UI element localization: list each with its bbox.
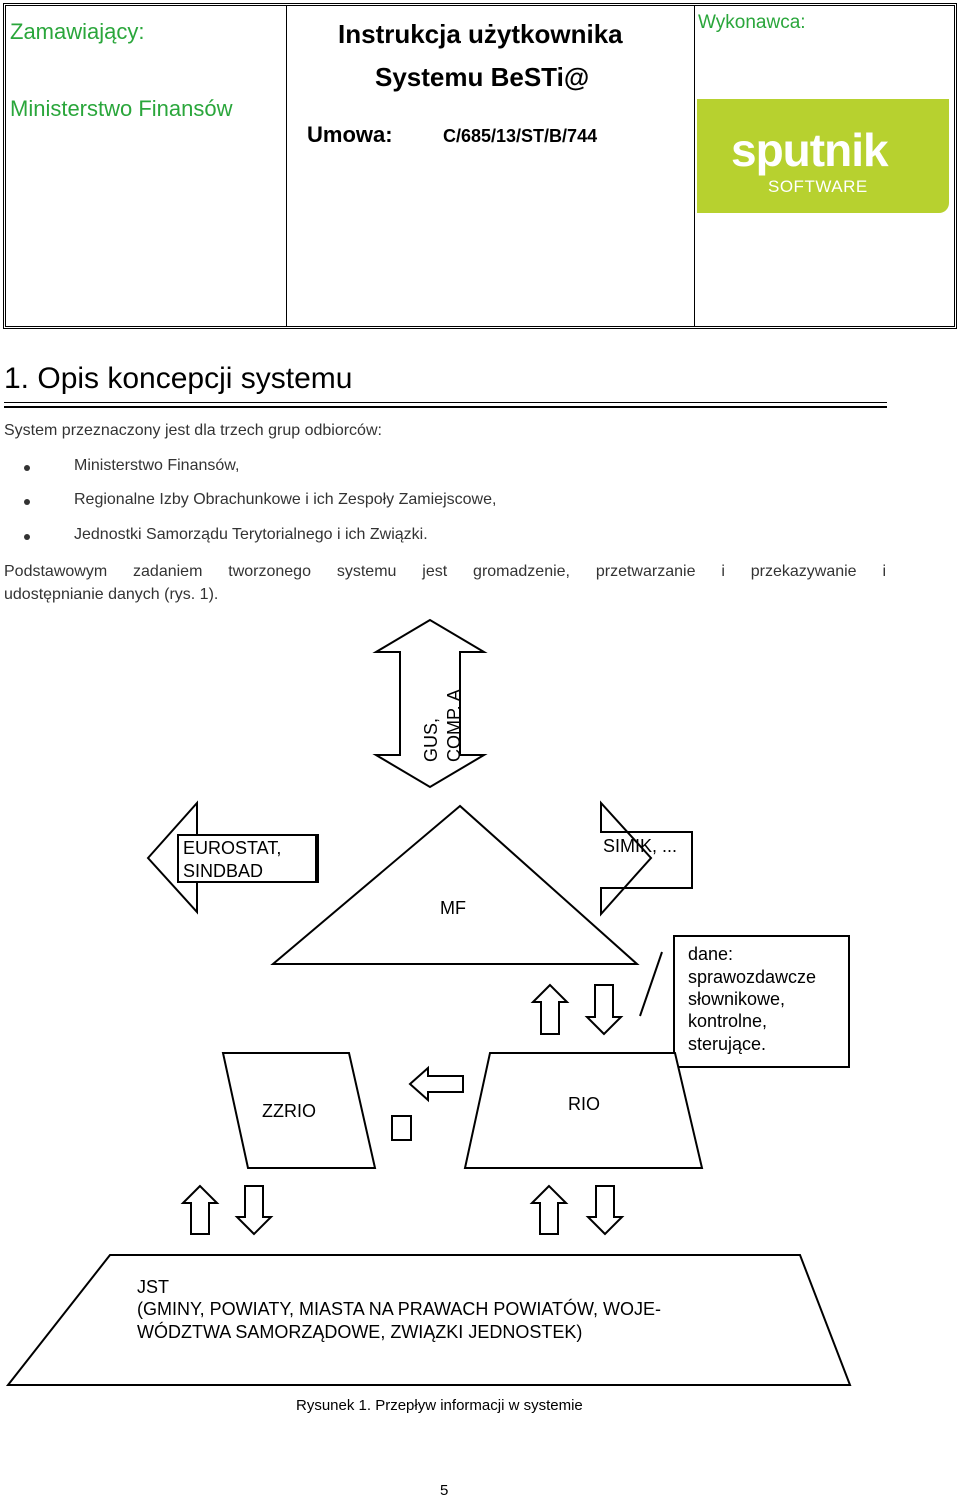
intro-text: System przeznaczony jest dla trzech grup… [4, 422, 382, 439]
bullet-dot [24, 534, 30, 540]
gus-label-line1: GUS, [421, 718, 441, 762]
jst-label: JST [137, 1277, 169, 1297]
doc-title-line2: Systemu BeSTi@ [375, 62, 590, 92]
eurostat-box [177, 834, 317, 883]
jst-trapezoid [5, 1254, 852, 1386]
down-arrow-shape [584, 984, 624, 1036]
figure-caption: Rysunek 1. Przepływ informacji w systemi… [296, 1397, 583, 1414]
client-label: Zamawiający: [10, 19, 145, 44]
section-title: 1. Opis koncepcji systemu [4, 362, 353, 395]
rio-trapezoid [463, 1052, 704, 1169]
rio-label: RIO [568, 1094, 600, 1114]
logo-main-text: sputnik [731, 124, 889, 176]
left-arrow-shape-small [408, 1065, 464, 1103]
client-name: Ministerstwo Finansów [10, 96, 233, 121]
right-arrow-shape-small [391, 1115, 412, 1141]
doc-title-line1: Instrukcja użytkownika [338, 19, 623, 49]
bullet-item: Jednostki Samorządu Terytorialnego i ich… [74, 526, 428, 543]
down-arrow-shape [585, 1185, 625, 1236]
down-arrow-shape [234, 1185, 274, 1236]
logo-sub-text: SOFTWARE [768, 177, 868, 196]
jst-description-line2: WÓDZTWA SAMORZĄDOWE, ZWIĄZKI JEDNOSTEK) [137, 1321, 582, 1342]
up-arrow-shape [529, 1184, 569, 1235]
title-rule [4, 402, 887, 403]
paragraph-line: Podstawowym zadaniem tworzonego systemu … [4, 563, 886, 580]
eurostat-label-line1: EUROSTAT, [183, 838, 281, 858]
callout-box [673, 935, 850, 1068]
bullet-dot [24, 465, 30, 471]
zzrio-parallelogram [221, 1052, 377, 1169]
contractor-label: Wykonawca: [698, 12, 806, 33]
eurostat-label-line2: SINDBAD [183, 861, 263, 881]
callout-line-text: słownikowe, [688, 989, 785, 1009]
callout-line [639, 951, 663, 1017]
callout-line-text: dane: [688, 944, 733, 964]
right-arrow-shape [600, 800, 693, 917]
page-number: 5 [440, 1482, 449, 1499]
document-header [3, 3, 957, 329]
contract-label: Umowa: [307, 122, 393, 147]
title-cell [286, 6, 695, 326]
contract-number: C/685/13/ST/B/744 [443, 126, 598, 146]
title-rule-thick [4, 406, 887, 408]
simik-label: SIMIK, ... [603, 836, 677, 856]
callout-line-text: sprawozdawcze [688, 967, 816, 987]
client-cell [6, 6, 287, 326]
bullet-dot [24, 499, 30, 505]
callout-line-text: sterujące. [688, 1034, 766, 1054]
gus-label-line2: COMP. A [444, 689, 464, 762]
mf-label: MF [440, 898, 466, 918]
bullet-item: Regionalne Izby Obrachunkowe i ich Zespo… [74, 491, 497, 508]
body-paragraph: Podstawowym zadaniem tworzonego systemu … [4, 560, 886, 606]
up-arrow-shape [530, 983, 570, 1035]
up-arrow-shape [180, 1184, 220, 1235]
sputnik-software-logo: sputnik SOFTWARE [697, 99, 949, 213]
double-arrow-shape [372, 618, 488, 789]
jst-description-line1: (GMINY, POWIATY, MIASTA NA PRAWACH POWIA… [137, 1298, 661, 1319]
bullet-item: Ministerstwo Finansów, [74, 457, 240, 474]
callout-line-text: kontrolne, [688, 1011, 767, 1031]
mf-triangle [270, 804, 640, 965]
zzrio-label: ZZRIO [262, 1101, 316, 1121]
paragraph-line: udostępnianie danych (rys. 1). [4, 586, 219, 603]
